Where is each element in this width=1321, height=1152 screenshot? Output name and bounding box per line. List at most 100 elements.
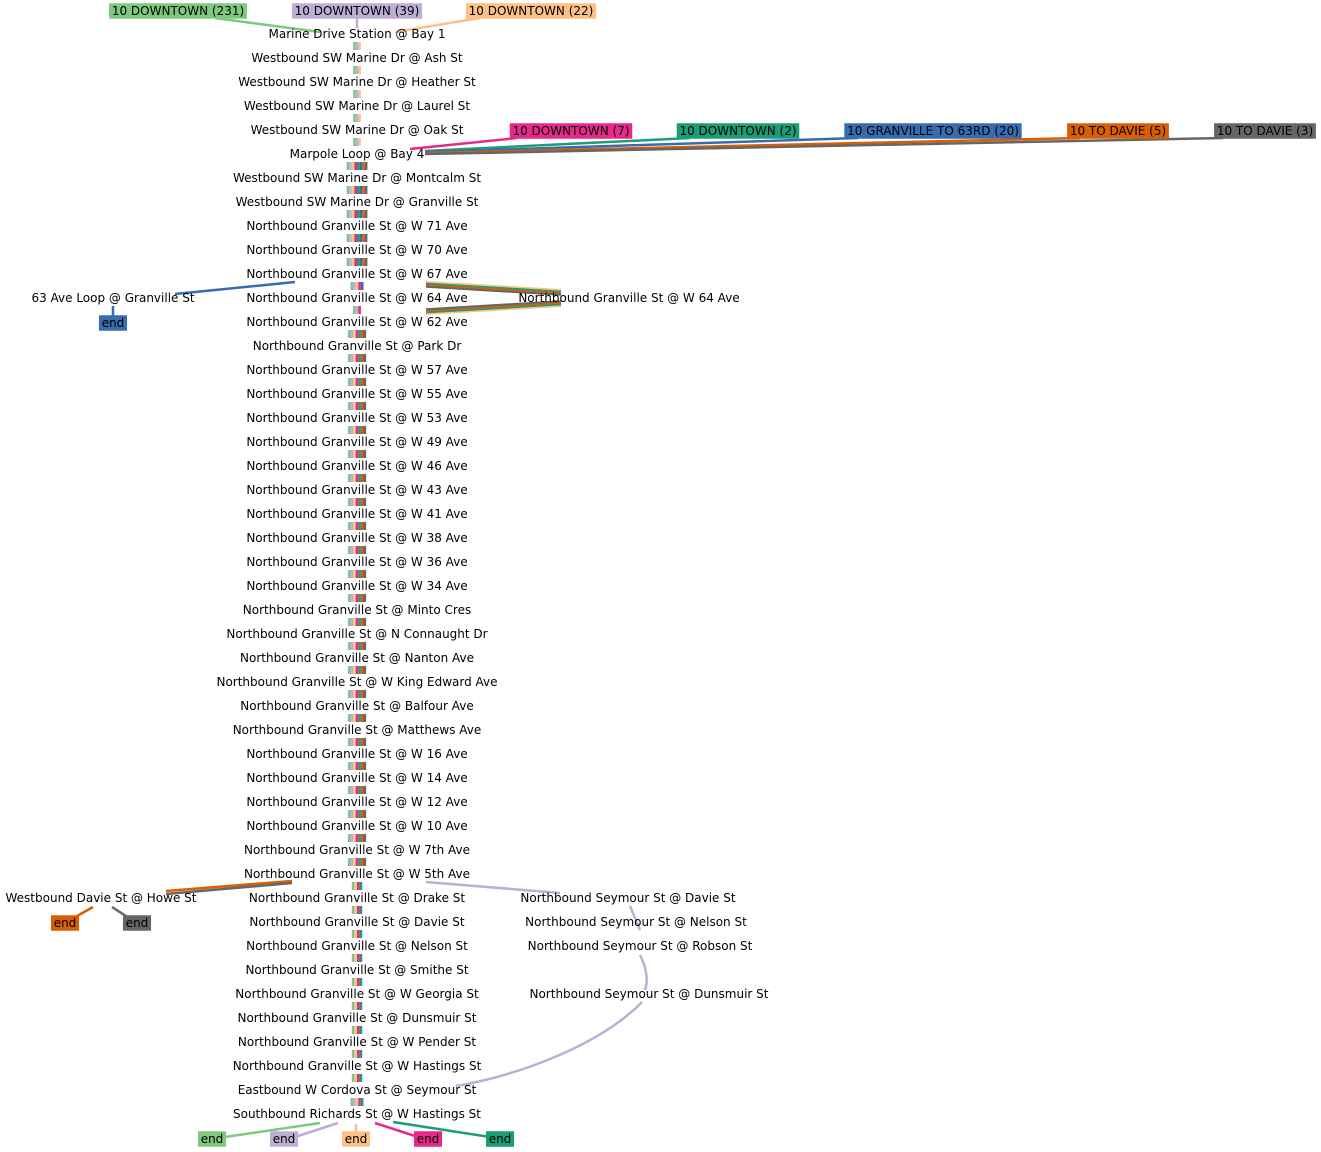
trunk-segment — [354, 930, 357, 938]
trunk-segment — [353, 426, 356, 434]
trunk-segment — [360, 282, 364, 290]
detour-line — [425, 281, 562, 291]
trunk-segment — [354, 186, 357, 194]
svg-text:end: end — [54, 916, 77, 930]
trunk-segment — [357, 210, 360, 218]
trunk-segment — [364, 258, 368, 266]
trunk-segment — [354, 1026, 357, 1034]
trunk-segment — [358, 642, 361, 650]
trunk-segment — [358, 786, 361, 794]
trunk-segment — [358, 1098, 361, 1106]
stop-label: Northbound Granville St @ W 71 Ave — [246, 219, 467, 233]
route-badge: 10 TO DAVIE (3) — [1214, 123, 1316, 139]
stop-label: Northbound Granville St @ W 43 Ave — [246, 483, 467, 497]
trunk-segment — [350, 354, 354, 362]
stop-label-seymour-nelson: Northbound Seymour St @ Nelson St — [525, 915, 747, 929]
svg-text:end: end — [273, 1132, 296, 1146]
trunk-segment — [350, 762, 354, 770]
trunk-segment — [360, 858, 364, 866]
end-badge: end — [122, 915, 152, 931]
trunk-segment — [353, 666, 356, 674]
trunk-segment — [363, 834, 367, 842]
trunk-segment — [355, 114, 359, 122]
trunk-segment — [347, 522, 351, 530]
trunk-segment — [357, 1026, 360, 1034]
trunk-segment — [360, 810, 364, 818]
stop-label-63-ave-loop: 63 Ave Loop @ Granville St — [31, 291, 194, 305]
route-line — [628, 905, 642, 931]
stop-label: Northbound Granville St @ W 10 Ave — [246, 819, 467, 833]
trunk-segment — [353, 498, 356, 506]
trunk-segment — [351, 258, 355, 266]
trunk-segment — [353, 306, 356, 314]
svg-text:end: end — [345, 1132, 368, 1146]
trunk-segment — [360, 1098, 364, 1106]
trunk-segment — [346, 162, 350, 170]
trunk-segment — [353, 138, 356, 146]
trunk-segment — [347, 546, 351, 554]
trunk-segment — [359, 1026, 363, 1034]
trunk-segment — [359, 1050, 363, 1058]
trunk-segment — [363, 762, 367, 770]
trunk-segment — [358, 570, 361, 578]
route-line — [392, 1120, 491, 1139]
stop-label: Northbound Granville St @ W King Edward … — [216, 675, 497, 689]
route-line — [455, 1001, 643, 1088]
end-badge: end — [341, 1131, 371, 1147]
trunk-segment — [360, 594, 364, 602]
trunk-segment — [358, 306, 361, 314]
trunk-segment — [357, 186, 360, 194]
stop-label: Northbound Granville St @ W 38 Ave — [246, 531, 467, 545]
trunk-segment — [360, 570, 364, 578]
stop-label: Northbound Granville St @ N Connaught Dr — [226, 627, 487, 641]
trunk-segment — [347, 474, 351, 482]
trunk-segment — [350, 594, 354, 602]
trunk-segment — [357, 1002, 360, 1010]
trunk-segment — [363, 402, 367, 410]
trunk-segment — [359, 954, 363, 962]
trunk-segment — [355, 378, 359, 386]
route-line — [174, 280, 296, 296]
trunk-segment — [358, 378, 361, 386]
trunk-segment — [360, 450, 364, 458]
trunk-segment — [350, 282, 354, 290]
trunk-segment — [355, 810, 359, 818]
svg-text:10 DOWNTOWN (2): 10 DOWNTOWN (2) — [679, 124, 796, 138]
stop-label: Northbound Granville St @ W 70 Ave — [246, 243, 467, 257]
stop-label: Northbound Granville St @ W 67 Ave — [246, 267, 467, 281]
trunk-segment — [355, 858, 359, 866]
trunk-segment — [347, 810, 351, 818]
trunk-segment — [346, 210, 350, 218]
trunk-segment — [350, 714, 354, 722]
trunk-segment — [346, 186, 350, 194]
end-badge: end — [197, 1131, 227, 1147]
stop-label: Northbound Granville St @ W 64 Ave — [246, 291, 467, 305]
stop-label: Northbound Granville St @ W 12 Ave — [246, 795, 467, 809]
trunk-segment — [360, 786, 364, 794]
trunk-segment — [363, 378, 367, 386]
trunk-segment — [347, 450, 351, 458]
trunk-segment — [351, 1026, 355, 1034]
stop-label-seymour-davie: Northbound Seymour St @ Davie St — [520, 891, 735, 905]
trunk-segment — [360, 522, 364, 530]
trunk-segment — [355, 90, 359, 98]
trunk-segment — [347, 714, 351, 722]
trunk-segment — [351, 1074, 355, 1082]
trunk-segment — [353, 450, 356, 458]
trunk-segment — [353, 618, 356, 626]
trunk-segment — [354, 1002, 357, 1010]
trunk-segment — [358, 594, 361, 602]
trunk-segment — [353, 402, 356, 410]
trunk-segment — [355, 450, 359, 458]
trunk-segment — [360, 714, 364, 722]
stop-label-seymour-robson: Northbound Seymour St @ Robson St — [528, 939, 753, 953]
route-line — [394, 16, 481, 34]
trunk-segment — [359, 978, 363, 986]
stop-label: Northbound Granville St @ W 49 Ave — [246, 435, 467, 449]
svg-text:10 TO DAVIE (5): 10 TO DAVIE (5) — [1070, 124, 1166, 138]
trunk-segment — [360, 378, 364, 386]
trunk-segment — [355, 306, 359, 314]
stop-label: Westbound SW Marine Dr @ Montcalm St — [233, 171, 481, 185]
trunk-segment — [355, 138, 359, 146]
